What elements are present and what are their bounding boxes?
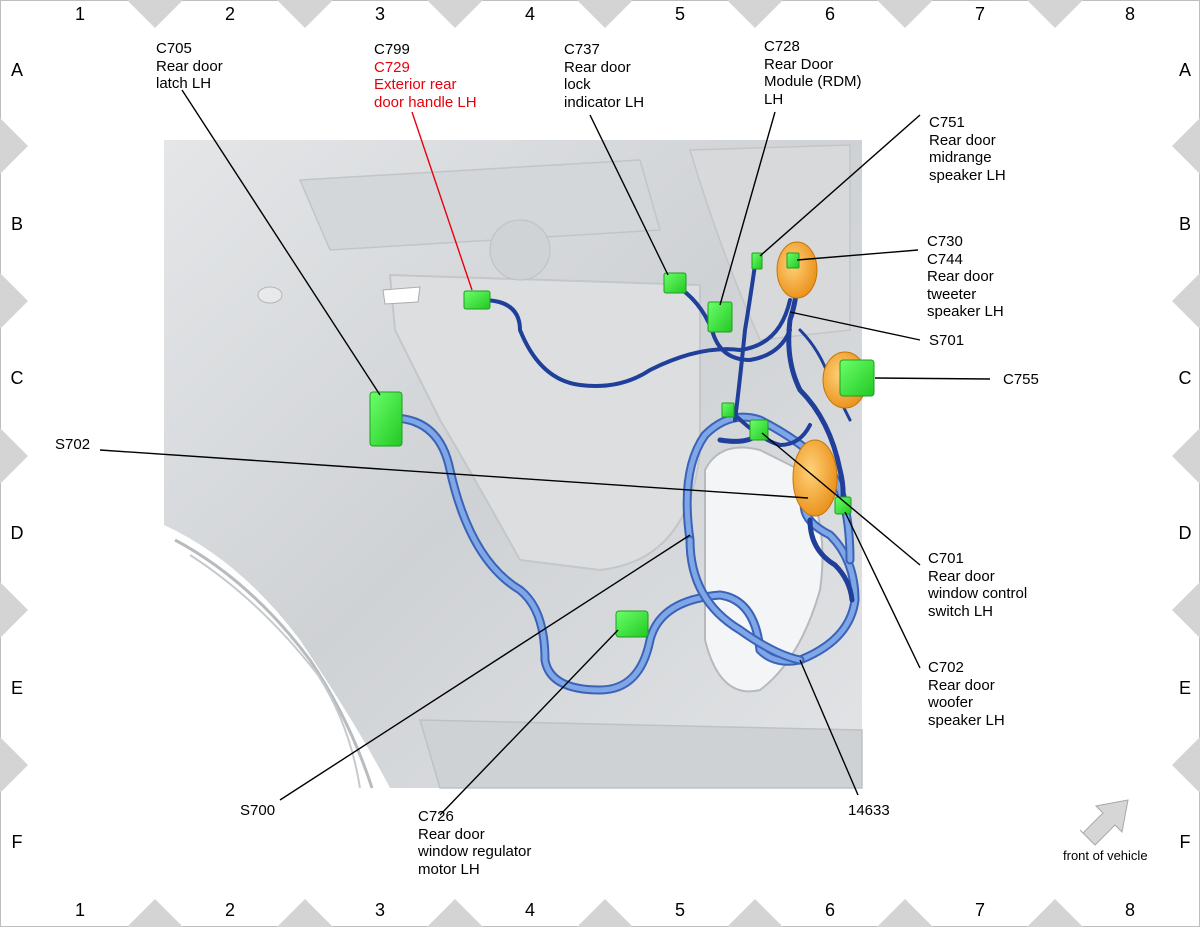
grid-row-right-C: C xyxy=(1178,368,1192,388)
grid-row-right-F: F xyxy=(1179,832,1191,852)
border-triangle-bottom-6 xyxy=(1027,899,1083,927)
tweeter-speaker xyxy=(776,241,818,299)
front-of-vehicle-arrow-icon xyxy=(1079,799,1129,846)
grid-row-left-B: B xyxy=(10,214,23,234)
border-triangle-left-0 xyxy=(0,118,28,174)
connector-c705 xyxy=(369,391,403,447)
grid-col-top-4: 4 xyxy=(524,4,535,24)
grid-col-bottom-1: 1 xyxy=(74,900,85,920)
grid-col-bottom-7: 7 xyxy=(974,900,985,920)
grid-col-top-2: 2 xyxy=(224,4,235,24)
grid-col-bottom-6: 6 xyxy=(824,900,835,920)
border-triangle-top-5 xyxy=(877,0,933,28)
border-triangle-top-0 xyxy=(127,0,183,28)
grid-col-bottom-5: 5 xyxy=(674,900,685,920)
connector-c755 xyxy=(839,359,875,397)
grid-col-bottom-2: 2 xyxy=(224,900,235,920)
grid-col-bottom-4: 4 xyxy=(524,900,535,920)
front-of-vehicle-label: front of vehicle xyxy=(1063,848,1148,863)
grid-row-left-C: C xyxy=(10,368,24,388)
border-triangle-top-1 xyxy=(277,0,333,28)
border-triangle-right-3 xyxy=(1172,582,1200,638)
connector-c728 xyxy=(707,301,733,333)
connector-switch-lower xyxy=(721,402,735,418)
border-triangle-top-2 xyxy=(427,0,483,28)
grid-col-top-1: 1 xyxy=(74,4,85,24)
label-s702: S702 xyxy=(55,436,91,453)
grid-row-left-D: D xyxy=(10,523,24,543)
grid-col-top-6: 6 xyxy=(824,4,835,24)
grid-col-bottom-3: 3 xyxy=(374,900,385,920)
connector-c751 xyxy=(751,252,763,270)
label-s701: S701 xyxy=(929,332,965,349)
door-panel xyxy=(164,140,863,789)
border-triangle-bottom-3 xyxy=(577,899,633,927)
border-triangle-bottom-0 xyxy=(127,899,183,927)
border-triangle-right-2 xyxy=(1172,428,1200,484)
connector-c726 xyxy=(615,610,649,638)
border-triangle-bottom-4 xyxy=(727,899,783,927)
grid-row-left-A: A xyxy=(10,60,23,80)
border-triangle-bottom-5 xyxy=(877,899,933,927)
border-triangle-top-3 xyxy=(577,0,633,28)
border-triangle-bottom-1 xyxy=(277,899,333,927)
border-triangle-right-0 xyxy=(1172,118,1200,174)
label-14633: 14633 xyxy=(848,802,890,819)
grid-row-right-D: D xyxy=(1178,523,1192,543)
connector-c737 xyxy=(663,272,687,294)
border-triangle-top-4 xyxy=(727,0,783,28)
border-triangle-left-3 xyxy=(0,582,28,638)
border-triangle-left-4 xyxy=(0,737,28,793)
grid-row-right-E: E xyxy=(1178,678,1191,698)
grid-row-right-B: B xyxy=(1178,214,1191,234)
border-triangle-left-2 xyxy=(0,428,28,484)
grid-col-top-3: 3 xyxy=(374,4,385,24)
connectors xyxy=(369,252,875,638)
label-c755: C755 xyxy=(1003,371,1039,388)
grid-row-left-E: E xyxy=(10,678,23,698)
border-triangle-right-4 xyxy=(1172,737,1200,793)
grid-col-top-8: 8 xyxy=(1124,4,1135,24)
border-triangle-bottom-2 xyxy=(427,899,483,927)
connector-c702 xyxy=(834,496,852,515)
grid-col-bottom-8: 8 xyxy=(1124,900,1135,920)
border-triangle-left-1 xyxy=(0,273,28,329)
border-triangle-top-6 xyxy=(1027,0,1083,28)
connector-c729 xyxy=(463,290,491,310)
border-triangle-right-1 xyxy=(1172,273,1200,329)
grid-row-right-A: A xyxy=(1178,60,1191,80)
grid-col-top-5: 5 xyxy=(674,4,685,24)
label-s700: S700 xyxy=(240,802,276,819)
connector-c701 xyxy=(749,419,769,441)
grid-col-top-7: 7 xyxy=(974,4,985,24)
grid-row-left-F: F xyxy=(11,832,23,852)
leader-lines xyxy=(99,89,991,816)
